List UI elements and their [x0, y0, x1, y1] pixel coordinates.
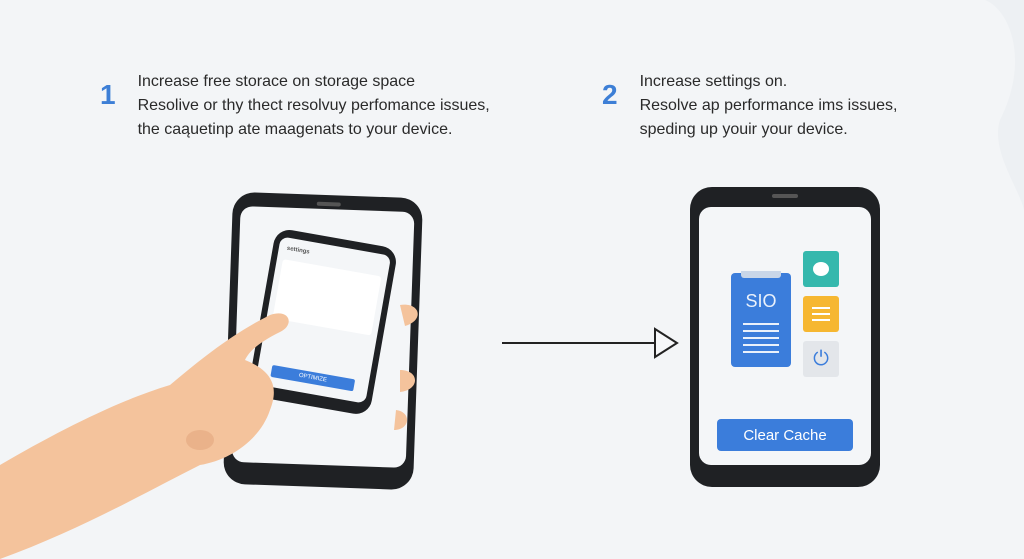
step-number: 2	[602, 79, 618, 110]
document-icon: SIO	[731, 271, 791, 367]
step-1: 1 Increase free storace on storage space…	[100, 70, 490, 142]
step-line: the caąuetinp ate maagenats to your devi…	[137, 121, 453, 138]
step-line: Increase free storace on storage space	[137, 73, 416, 90]
clear-cache-button[interactable]: Clear Cache	[717, 419, 853, 451]
step-line: speding up youir your device.	[639, 121, 848, 138]
inner-title: settings	[286, 245, 311, 256]
right-phone: SIO ⏻ Clear Cache	[690, 187, 880, 487]
speaker	[772, 194, 798, 198]
step-number: 1	[100, 79, 116, 110]
document-label: SIO	[745, 291, 777, 311]
list-icon	[803, 296, 839, 332]
step-2: 2 Increase settings on. Resolve ap perfo…	[602, 70, 897, 142]
power-icon: ⏻	[803, 341, 839, 377]
arrow-icon	[502, 327, 679, 359]
right-phone-screen: SIO ⏻ Clear Cache	[699, 207, 871, 465]
speaker	[316, 201, 341, 207]
step-line: Resolve ap performance ims issues,	[639, 97, 898, 114]
step-line: Increase settings on.	[639, 73, 788, 90]
hand-illustration	[0, 304, 418, 559]
chat-icon	[803, 251, 839, 287]
step-line: Resolive or thy thect resolvuy perfomanc…	[137, 97, 490, 114]
